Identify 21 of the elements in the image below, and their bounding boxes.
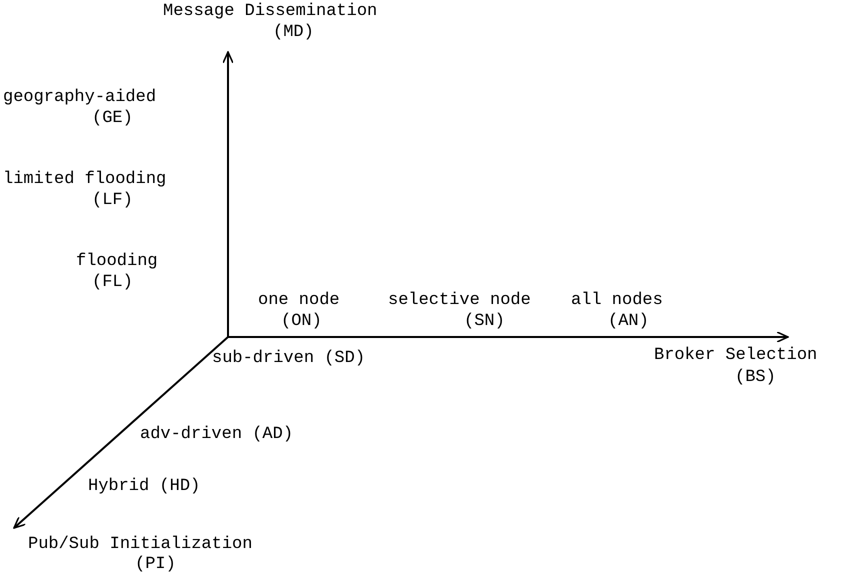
axis-abbreviation: (MD) [273, 24, 314, 42]
axis-label: one node [258, 292, 340, 310]
axis-label: Broker Selection [654, 347, 818, 365]
axis-abbreviation: (GE) [92, 110, 133, 128]
axis-abbreviation: (ON) [281, 313, 322, 331]
axis-label: Pub/Sub Initialization [28, 536, 252, 554]
axis-label: selective node [388, 292, 531, 310]
axis-label: flooding [76, 253, 158, 271]
axis-abbreviation: (FL) [92, 274, 133, 292]
axis-label: geography-aided [3, 89, 156, 107]
axis-abbreviation: (SN) [464, 313, 505, 331]
axis-label: Hybrid (HD) [88, 478, 200, 496]
axis-abbreviation: (BS) [735, 369, 776, 387]
axis-label: adv-driven (AD) [140, 426, 294, 444]
axis-label: limited flooding [3, 171, 166, 189]
axis-label: all nodes [571, 292, 663, 310]
axis-abbreviation: (PI) [135, 556, 176, 574]
axis-label: Message Dissemination [163, 3, 378, 21]
axis-abbreviation: (LF) [92, 192, 133, 210]
axis-label: sub-driven (SD) [212, 350, 366, 368]
axis-abbreviation: (AN) [608, 313, 649, 331]
